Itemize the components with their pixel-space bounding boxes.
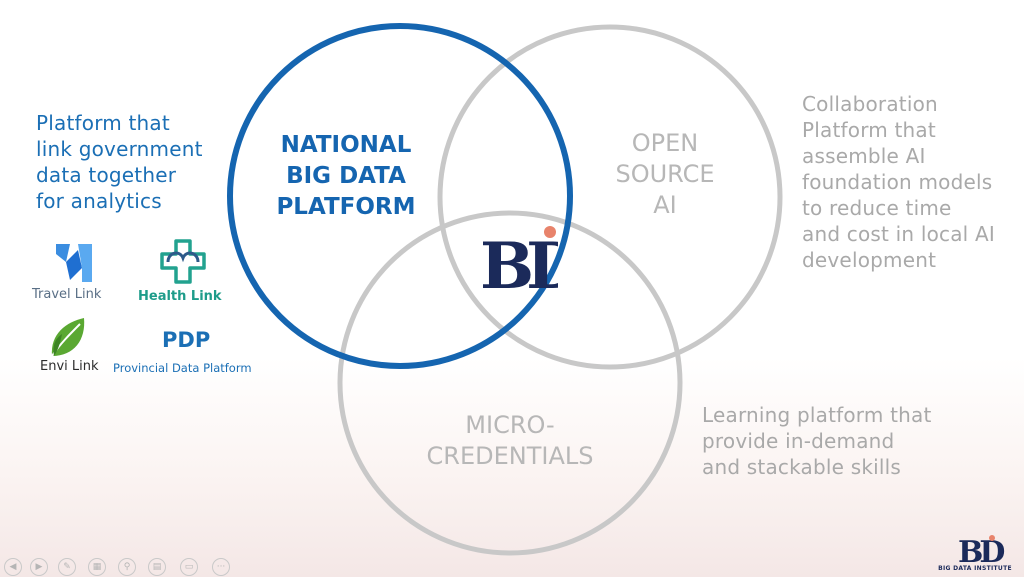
envi-link-label: Envi Link bbox=[40, 359, 99, 374]
brand-name: BIG DATA INSTITUTE bbox=[938, 565, 1012, 572]
health-link-icon bbox=[160, 239, 206, 284]
health-link-label: Health Link bbox=[138, 289, 222, 304]
center-bd-logo: BD bbox=[478, 226, 587, 304]
micro-credentials-circle bbox=[337, 210, 683, 556]
provincial-data-platform-label: Provincial Data Platform bbox=[113, 361, 252, 375]
zoom-icon[interactable]: ⚲ bbox=[118, 558, 136, 576]
open-source-ai-circle bbox=[437, 24, 783, 370]
pen-icon[interactable]: ✎ bbox=[58, 558, 76, 576]
prev-slide-icon[interactable]: ◀ bbox=[4, 558, 22, 576]
more-options-icon[interactable]: ··· bbox=[212, 558, 230, 576]
national-big-data-circle bbox=[227, 23, 573, 369]
national-platform-description: Platform that link government data toget… bbox=[36, 111, 203, 213]
subtitles-icon[interactable]: ▤ bbox=[148, 558, 166, 576]
presentation-controls: ◀ ▶ ✎ ▦ ⚲ ▤ ▭ ··· bbox=[0, 555, 240, 577]
travel-link-icon bbox=[56, 244, 92, 282]
bd-logo-icon: BD bbox=[480, 226, 587, 304]
leaf-icon bbox=[51, 318, 85, 357]
bd-brand-icon: BD bbox=[958, 535, 1008, 570]
health-link-logo bbox=[158, 238, 208, 286]
travel-link-logo bbox=[52, 240, 96, 286]
svg-text:BD: BD bbox=[480, 229, 558, 296]
micro-credentials-description: Learning platform that provide in-demand… bbox=[702, 403, 932, 479]
svg-text:BD: BD bbox=[958, 535, 1004, 566]
slides-icon[interactable]: ▦ bbox=[88, 558, 106, 576]
envi-link-logo bbox=[48, 316, 88, 360]
pdp-abbreviation: PDP bbox=[162, 328, 211, 352]
open-source-ai-description: Collaboration Platform that assemble AI … bbox=[802, 92, 995, 272]
hide-screen-icon[interactable]: ▭ bbox=[180, 558, 198, 576]
next-slide-icon[interactable]: ▶ bbox=[30, 558, 48, 576]
corner-bd-logo: BD bbox=[948, 532, 1008, 572]
micro-credentials-label: MICRO- CREDENTIALS bbox=[426, 411, 594, 470]
open-source-ai-label: OPEN SOURCE AI bbox=[615, 129, 715, 219]
national-big-data-platform-label: NATIONAL BIG DATA PLATFORM bbox=[276, 132, 416, 220]
travel-link-label: Travel Link bbox=[32, 287, 102, 302]
